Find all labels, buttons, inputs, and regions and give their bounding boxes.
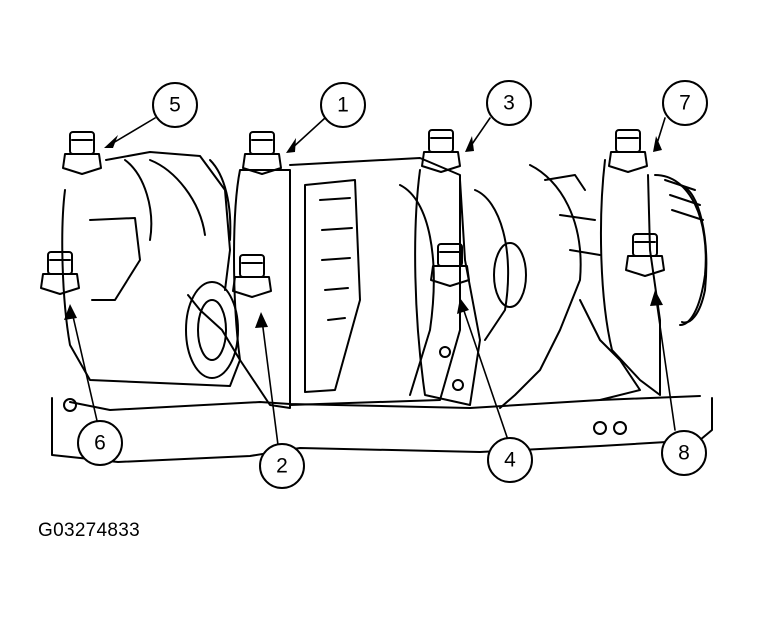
block-hole [452,379,464,391]
block-hole [439,346,451,358]
svg-text:3: 3 [503,92,515,115]
bolt-icon [421,129,461,173]
arrow-icon [286,138,296,153]
leader-lines [71,117,676,446]
svg-text:6: 6 [94,432,106,455]
bolt-icon [430,243,470,287]
figure-id-label: G03274833 [38,520,141,541]
bolt-icon [625,233,665,277]
block-hole [593,421,607,435]
callout-8: 8 [661,430,707,476]
block-hole [613,421,627,435]
callout-5: 5 [152,82,198,128]
arrow-icon [653,136,662,152]
bolt-icon [40,251,80,295]
callout-3: 3 [486,80,532,126]
main-journal-2 [493,242,527,308]
svg-text:2: 2 [276,455,288,478]
rear-seal-flange [679,184,708,324]
svg-text:1: 1 [337,94,349,117]
bearing-cap-right [599,159,661,396]
bolt-icon [608,129,648,173]
callout-2: 2 [259,443,305,489]
svg-text:5: 5 [169,94,181,117]
arrow-icon [104,135,118,148]
callout-1: 1 [320,82,366,128]
svg-text:7: 7 [679,92,691,115]
arrow-icon [650,290,663,306]
bolt-icon [232,254,272,298]
arrow-icon [465,136,474,152]
arrow-icon [457,298,469,314]
block-hole [63,398,77,412]
bearing-cap-left [61,151,241,387]
bolt-icon [62,131,102,175]
arrow-icon [64,304,77,320]
svg-text:8: 8 [678,442,690,465]
bolt-icon [242,131,282,175]
arrow-icon [255,312,268,328]
main-journal-1 [185,281,239,379]
callout-7: 7 [662,80,708,126]
bearing-cap-3 [414,169,481,406]
callout-4: 4 [487,437,533,483]
svg-text:4: 4 [504,449,516,472]
callout-6: 6 [77,420,123,466]
bearing-cap-2 [233,169,291,409]
